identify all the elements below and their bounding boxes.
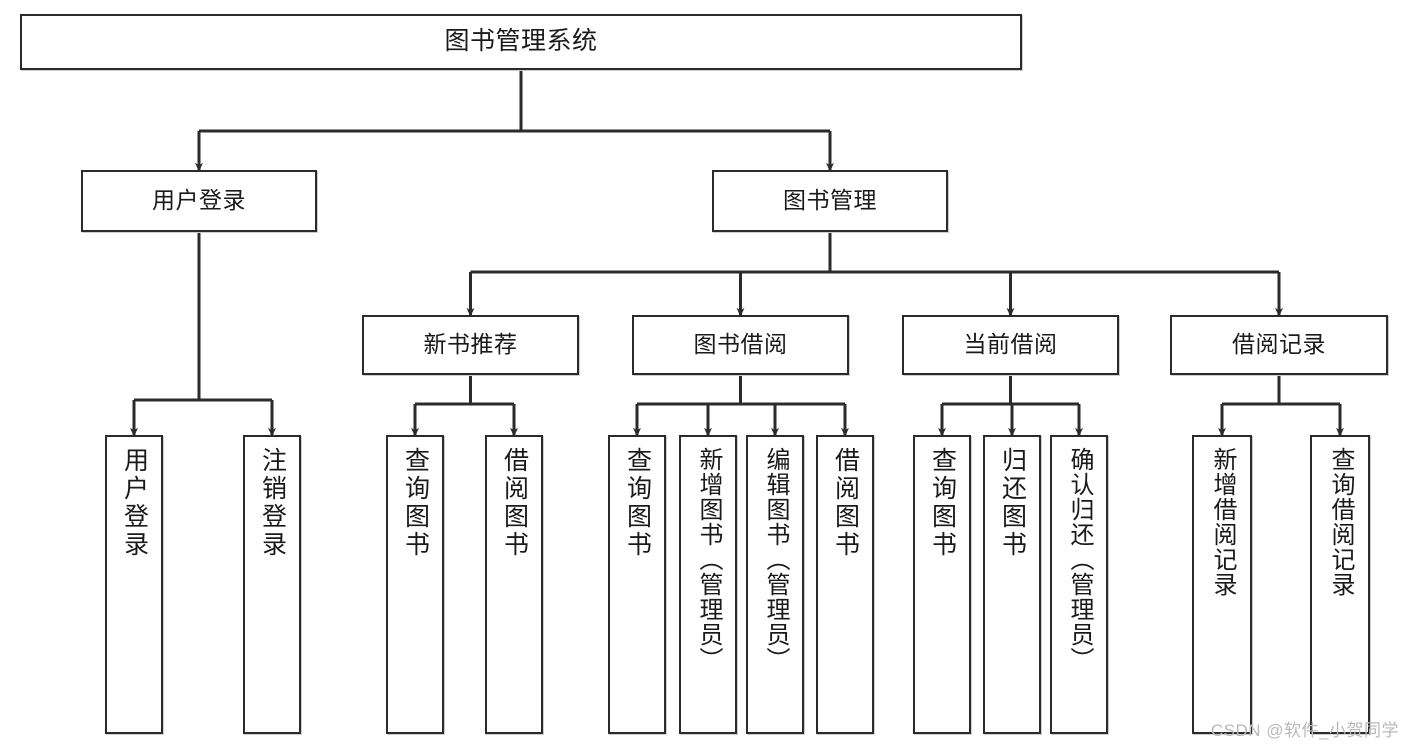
node-b-query[interactable]: 查询图书 [608,435,666,734]
node-records[interactable]: 借阅记录 [1170,315,1388,375]
node-label-c-query: 查询图书 [928,447,957,559]
node-l-logout[interactable]: 注销登录 [243,435,301,734]
node-r-query[interactable]: 查询借阅记录 [1310,435,1370,734]
node-n-query[interactable]: 查询图书 [386,435,444,734]
node-r-add[interactable]: 新增借阅记录 [1192,435,1252,734]
node-n-borrow[interactable]: 借阅图书 [485,435,543,734]
node-l-login[interactable]: 用户登录 [105,435,163,734]
node-current[interactable]: 当前借阅 [902,315,1119,375]
node-label-newbook: 新书推荐 [423,331,518,358]
node-b-edit[interactable]: 编辑图书（管理员） [746,435,804,734]
node-label-login: 用户登录 [152,187,246,214]
node-label-c-return: 归还图书 [998,447,1027,559]
node-newbook[interactable]: 新书推荐 [362,315,579,375]
node-root[interactable]: 图书管理系统 [20,14,1022,70]
node-label-borrow: 图书借阅 [693,331,788,358]
node-label-current: 当前借阅 [963,331,1058,358]
node-label-r-add: 新增借阅记录 [1208,447,1236,597]
node-label-bookmgmt: 图书管理 [783,187,877,214]
node-c-confirm[interactable]: 确认归还（管理员） [1050,435,1108,734]
node-borrow[interactable]: 图书借阅 [632,315,849,375]
node-label-n-query: 查询图书 [401,447,430,559]
node-login[interactable]: 用户登录 [81,170,317,232]
node-bookmgmt[interactable]: 图书管理 [712,170,948,232]
node-label-records: 借阅记录 [1232,331,1326,358]
node-label-b-add: 新增图书（管理员） [694,447,722,672]
node-label-l-logout: 注销登录 [258,447,287,559]
node-c-return[interactable]: 归还图书 [983,435,1041,734]
node-label-root: 图书管理系统 [444,27,598,56]
node-label-b-edit: 编辑图书（管理员） [761,447,789,672]
node-label-b-lend: 借阅图书 [831,447,860,559]
node-label-c-confirm: 确认归还（管理员） [1065,447,1093,672]
node-b-add[interactable]: 新增图书（管理员） [679,435,737,734]
node-label-n-borrow: 借阅图书 [500,447,529,559]
node-c-query[interactable]: 查询图书 [913,435,971,734]
node-b-lend[interactable]: 借阅图书 [816,435,874,734]
node-label-r-query: 查询借阅记录 [1326,447,1354,597]
node-label-b-query: 查询图书 [623,447,652,559]
node-label-l-login: 用户登录 [120,447,149,559]
